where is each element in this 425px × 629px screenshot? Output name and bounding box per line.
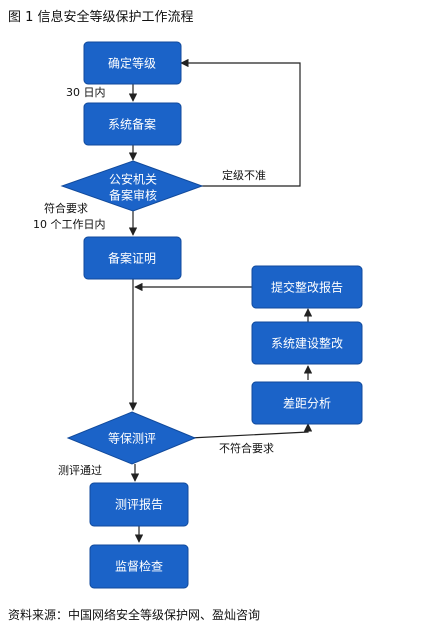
node-gap-analysis xyxy=(251,381,363,425)
source-footnote: 资料来源：中国网络安全等级保护网、盈灿咨询 xyxy=(8,608,261,622)
node-submit-rectification-report xyxy=(251,265,363,309)
edge-label-evaluation-passed: 测评通过 xyxy=(58,464,102,477)
node-supervision-inspection xyxy=(89,544,189,589)
edge-evaluation-to-gap xyxy=(189,423,313,439)
label-supervision-inspection: 监督检查 xyxy=(115,559,163,574)
figure-title: 图 1 信息安全等级保护工作流程 xyxy=(8,10,194,25)
edge-label-meets-requirements: 符合要求 xyxy=(44,201,88,215)
edge-label-within-30-days: 30 日内 xyxy=(66,85,106,99)
decision-protection-evaluation xyxy=(66,411,197,465)
label-confirm-level: 确定等级 xyxy=(108,56,156,71)
label-record-certificate: 备案证明 xyxy=(108,251,156,266)
label-system-record: 系统备案 xyxy=(108,117,156,132)
label-police-review-line1: 公安机关 xyxy=(109,172,157,187)
node-confirm-level xyxy=(83,41,182,85)
edge-label-level-inaccurate: 定级不准 xyxy=(222,168,266,182)
decision-police-review xyxy=(60,160,204,212)
edge-label-within-10-workdays: 10 个工作日内 xyxy=(33,217,106,231)
label-evaluation-report: 测评报告 xyxy=(115,497,163,512)
node-system-record xyxy=(83,102,182,146)
label-gap-analysis: 差距分析 xyxy=(283,397,331,411)
label-protection-evaluation: 等保测评 xyxy=(108,432,156,446)
node-system-construction-rectification xyxy=(251,321,363,365)
edge-review-back-to-confirm xyxy=(180,58,301,187)
node-record-certificate xyxy=(83,236,182,280)
edge-label-does-not-meet-requirements: 不符合要求 xyxy=(219,441,274,455)
label-submit-rectification-report: 提交整改报告 xyxy=(271,280,343,295)
label-system-construction-rectification: 系统建设整改 xyxy=(271,336,343,351)
node-evaluation-report xyxy=(89,482,189,527)
label-police-review-line2: 备案审核 xyxy=(109,188,157,203)
